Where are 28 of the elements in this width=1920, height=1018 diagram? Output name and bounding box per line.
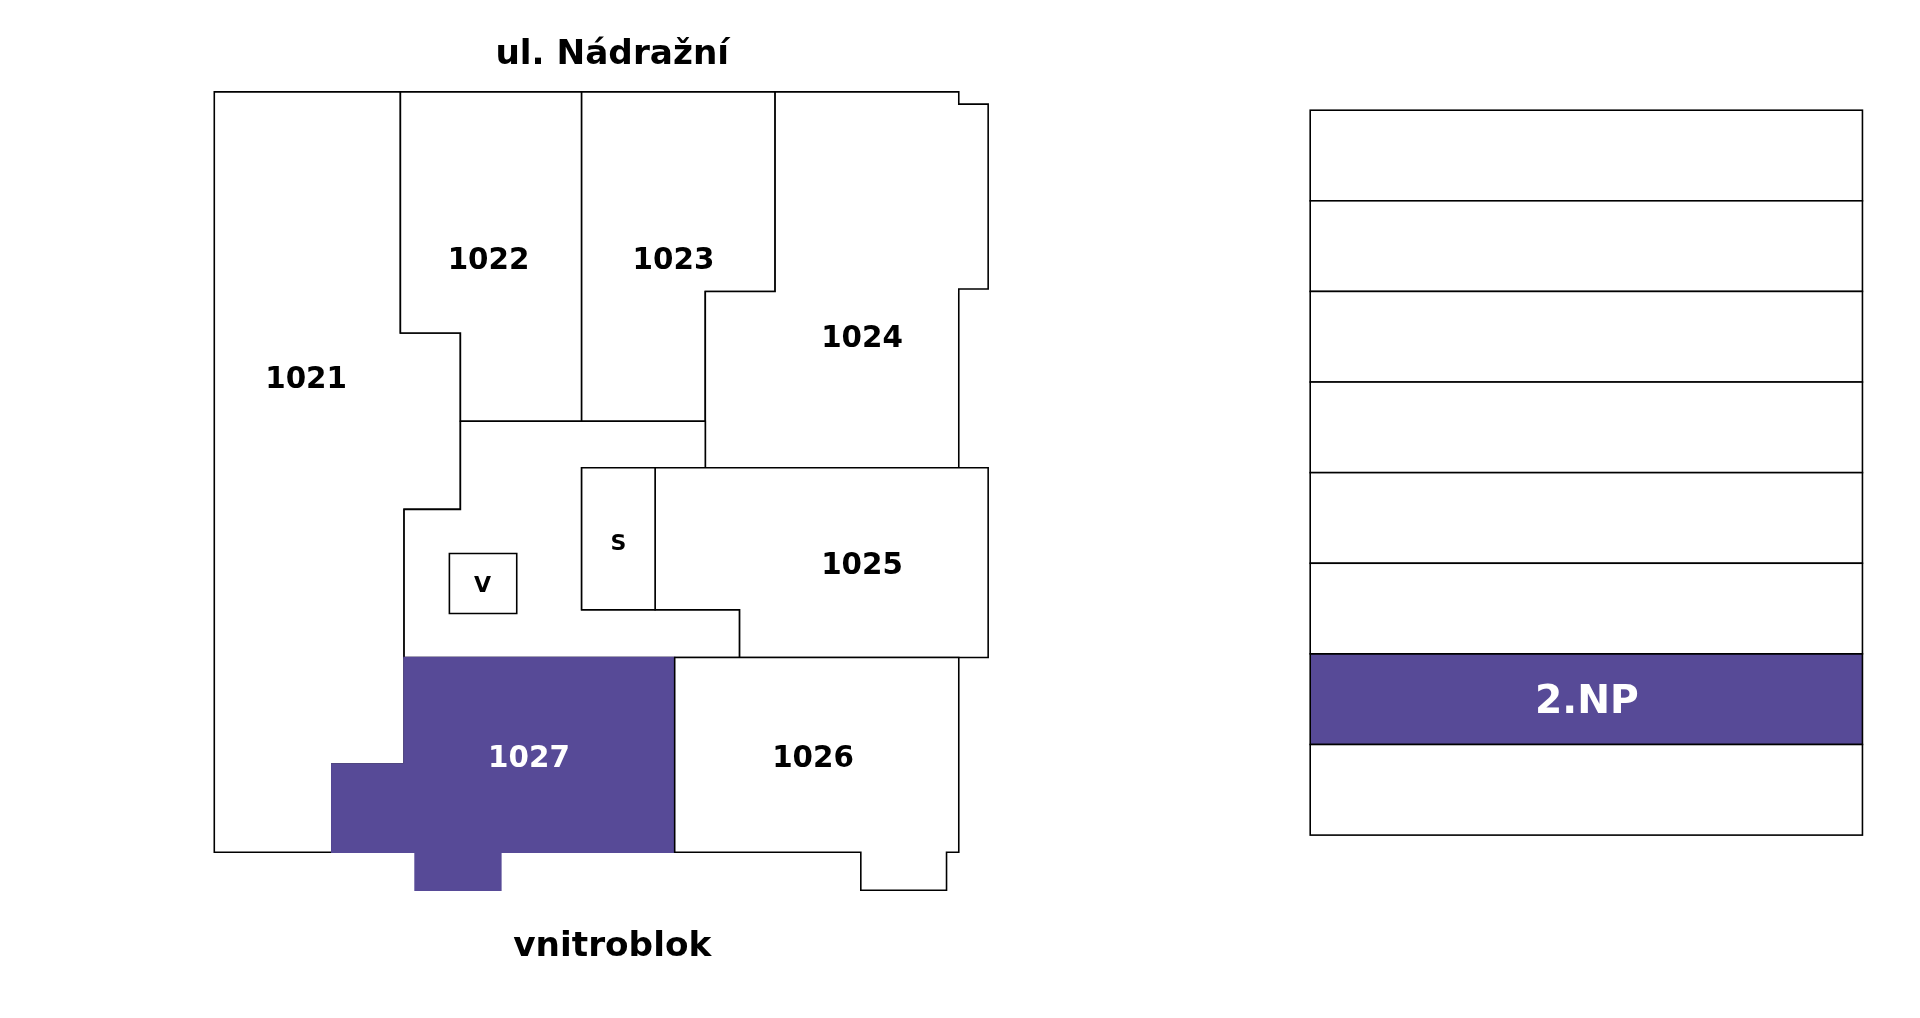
- unit-number: 1023: [632, 242, 715, 277]
- street-label: ul. Nádražní: [495, 32, 730, 73]
- unit-number: 1027: [488, 739, 570, 774]
- unit-number: 1021: [265, 361, 347, 396]
- floor-label: 2.NP: [1535, 675, 1639, 723]
- apartment-unit: [655, 467, 989, 658]
- hallway-area: [404, 421, 740, 658]
- street-label: vnitroblok: [513, 923, 712, 965]
- floor-band: [1310, 472, 1863, 564]
- unit-number: 1026: [772, 739, 854, 774]
- unit-number: 1024: [821, 319, 903, 354]
- unit-number: 1022: [447, 242, 530, 277]
- apartment-unit: [581, 91, 776, 422]
- room-label: S: [610, 529, 627, 556]
- apartment-unit: [400, 91, 582, 422]
- elevator-room: [449, 553, 517, 614]
- unit-number: 1025: [821, 547, 903, 582]
- storage-room: [581, 467, 656, 610]
- floor-band: [1310, 744, 1863, 836]
- apartment-unit: [674, 657, 959, 891]
- floor-band: [1310, 291, 1863, 383]
- apartment-unit: [331, 657, 675, 891]
- room-label: V: [473, 571, 491, 597]
- floor-band: [1310, 563, 1863, 654]
- floor-band: [1310, 200, 1863, 292]
- floor-band: [1310, 653, 1863, 745]
- floor-band: [1310, 110, 1863, 201]
- floor-band: [1310, 382, 1863, 473]
